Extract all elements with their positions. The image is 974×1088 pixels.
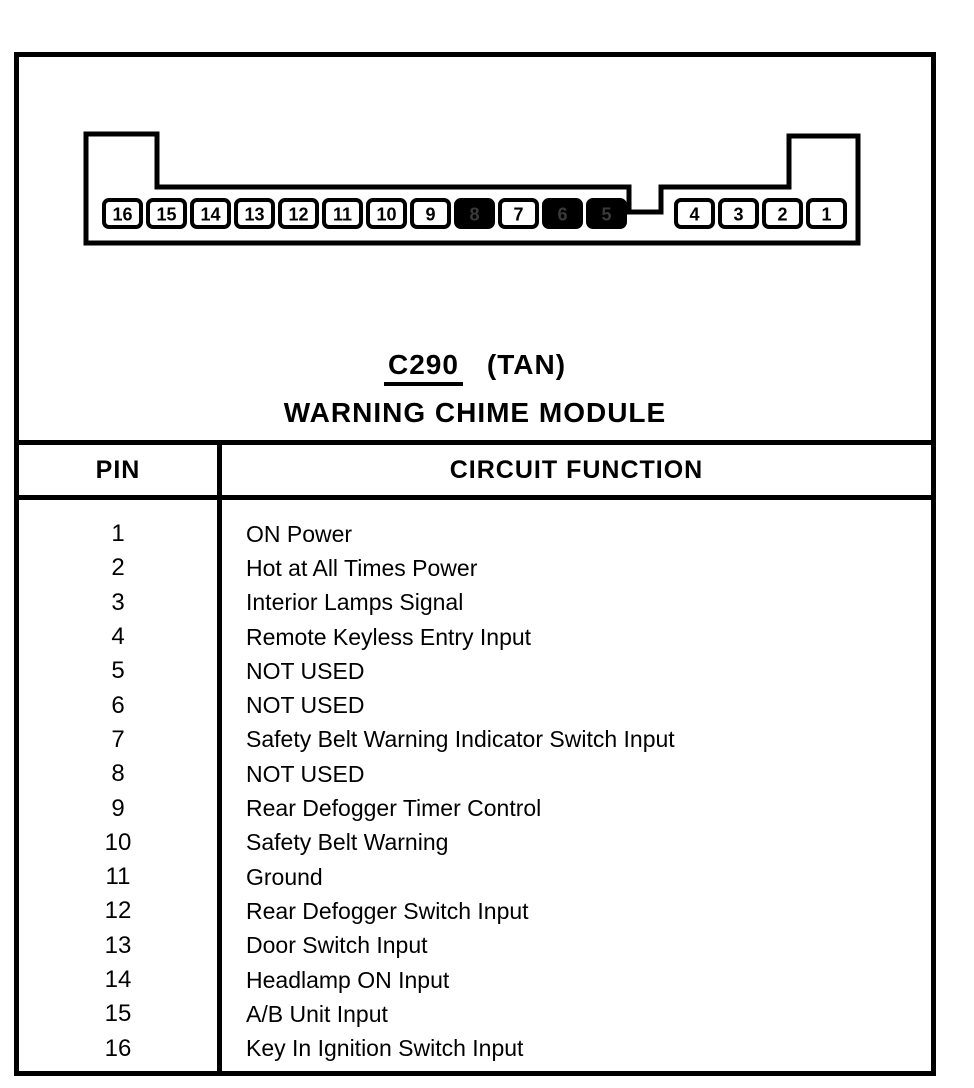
circuit-function-cell: Headlamp ON Input bbox=[246, 966, 450, 993]
connector-pin-label: 2 bbox=[777, 205, 787, 225]
pin-column-header: PIN bbox=[19, 445, 222, 495]
connector-pin-box bbox=[278, 198, 319, 229]
connector-pin-box bbox=[322, 198, 363, 229]
circuit-function-cell: Door Switch Input bbox=[246, 932, 428, 959]
connector-pin-label: 8 bbox=[469, 205, 479, 225]
circuit-function-cell: Ground bbox=[246, 863, 323, 890]
connector-pin-box bbox=[498, 198, 539, 229]
connector-pin-box bbox=[718, 198, 759, 229]
pin-number-cell: 13 bbox=[104, 931, 132, 959]
connector-pin-label: 6 bbox=[557, 205, 567, 225]
connector-pin-label: 16 bbox=[112, 205, 132, 225]
connector-pin-label: 11 bbox=[333, 205, 352, 225]
pin-number-cell: 14 bbox=[104, 966, 132, 993]
connector-color-note: (TAN) bbox=[486, 349, 567, 380]
pin-number-cell: 11 bbox=[105, 863, 131, 891]
connector-pin-label: 14 bbox=[200, 205, 220, 225]
pin-number-cell: 3 bbox=[111, 588, 125, 616]
pin-number-cell: 2 bbox=[111, 554, 125, 582]
connector-id-line: C290 (TAN) bbox=[19, 351, 931, 386]
connector-pin-box bbox=[410, 198, 451, 229]
circuit-function-cell: A/B Unit Input bbox=[246, 1000, 388, 1027]
connector-pin-label: 3 bbox=[733, 205, 743, 225]
circuit-function-cell: NOT USED bbox=[246, 692, 365, 719]
pin-number-cell: 6 bbox=[111, 691, 125, 719]
circuit-function-cell: Key In Ignition Switch Input bbox=[246, 1035, 524, 1062]
connector-pin-label: 9 bbox=[425, 205, 435, 225]
connector-diagram: 16 15 14 13 12 11 10 9 8 7 6 5 4 3 2 1 bbox=[83, 131, 861, 246]
pin-number-cell: 4 bbox=[111, 623, 125, 651]
pin-number-cell: 1 bbox=[111, 520, 125, 548]
pin-number-cell: 9 bbox=[111, 794, 125, 822]
connector-pin-box bbox=[102, 198, 143, 229]
pin-number-cell: 5 bbox=[111, 657, 125, 685]
connector-pin-box bbox=[762, 198, 803, 229]
connector-pin-box bbox=[674, 198, 715, 229]
pinout-table-header: PIN CIRCUIT FUNCTION bbox=[19, 445, 931, 500]
connector-pin-label: 10 bbox=[376, 205, 396, 225]
connector-title-block: C290 (TAN) WARNING CHIME MODULE bbox=[19, 351, 931, 427]
circuit-function-cell: Rear Defogger Timer Control bbox=[246, 795, 542, 822]
connector-pin-box bbox=[542, 198, 583, 229]
circuit-function-cell: ON Power bbox=[246, 520, 353, 547]
connector-pin-box bbox=[586, 198, 627, 229]
connector-pin-label: 7 bbox=[513, 205, 523, 225]
circuit-function-cell: NOT USED bbox=[246, 657, 365, 684]
connector-pin-label: 1 bbox=[821, 205, 831, 225]
connector-pins-group: 16 15 14 13 12 11 10 9 8 7 6 5 4 3 2 1 bbox=[102, 198, 847, 229]
circuit-function-cell: Remote Keyless Entry Input bbox=[246, 623, 532, 650]
pin-number-cell: 8 bbox=[111, 760, 125, 788]
connector-pin-box bbox=[234, 198, 275, 229]
connector-pin-label: 15 bbox=[156, 205, 176, 225]
connector-code: C290 bbox=[383, 351, 463, 386]
pin-number-cell: 12 bbox=[104, 897, 132, 925]
circuit-function-cell: NOT USED bbox=[246, 760, 365, 787]
connector-pin-box bbox=[806, 198, 847, 229]
pin-number-cell: 10 bbox=[104, 828, 132, 856]
connector-pin-label: 4 bbox=[689, 205, 699, 225]
connector-pin-label: 13 bbox=[244, 205, 264, 225]
connector-pin-box bbox=[454, 198, 495, 229]
connector-pin-box bbox=[190, 198, 231, 229]
circuit-function-cell: Safety Belt Warning bbox=[246, 829, 449, 856]
connector-pin-label: 5 bbox=[601, 205, 611, 225]
circuit-function-cell: Safety Belt Warning Indicator Switch Inp… bbox=[246, 726, 675, 753]
pin-number-cell: 16 bbox=[104, 1034, 132, 1062]
function-column-header: CIRCUIT FUNCTION bbox=[449, 455, 704, 484]
connector-pin-box bbox=[366, 198, 407, 229]
circuit-function-cell: Hot at All Times Power bbox=[246, 554, 478, 581]
circuit-function-cell: Interior Lamps Signal bbox=[246, 589, 464, 616]
connector-pin-box bbox=[146, 198, 187, 229]
connector-pin-label: 12 bbox=[288, 205, 308, 225]
pin-number-cell: 15 bbox=[104, 1000, 132, 1028]
module-name: WARNING CHIME MODULE bbox=[283, 397, 667, 428]
pin-number-cell: 7 bbox=[111, 725, 125, 753]
circuit-function-cell: Rear Defogger Switch Input bbox=[246, 897, 529, 924]
